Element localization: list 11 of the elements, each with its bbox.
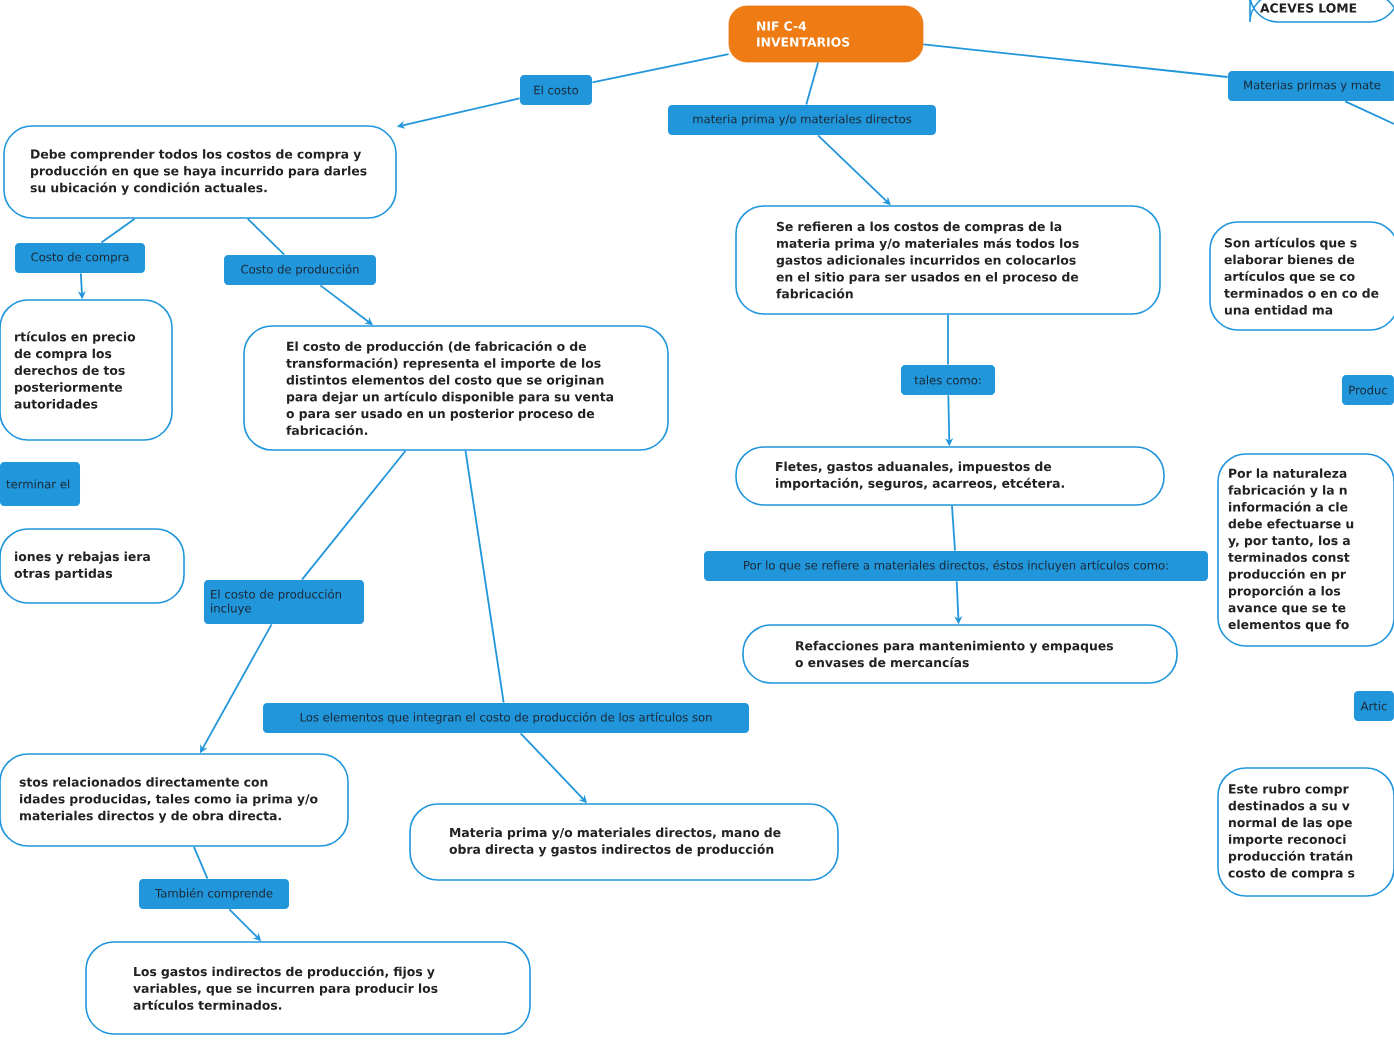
connector-line	[464, 449, 505, 704]
connector-line	[591, 53, 730, 84]
connector-line	[193, 845, 209, 880]
connector-line	[100, 217, 136, 244]
connector-line	[246, 217, 286, 256]
connector-line	[951, 504, 956, 552]
connector-line	[805, 61, 819, 106]
connector-line	[922, 43, 1229, 78]
connector-line	[301, 449, 407, 581]
connector-line	[1344, 100, 1394, 125]
connector-line	[947, 313, 949, 366]
